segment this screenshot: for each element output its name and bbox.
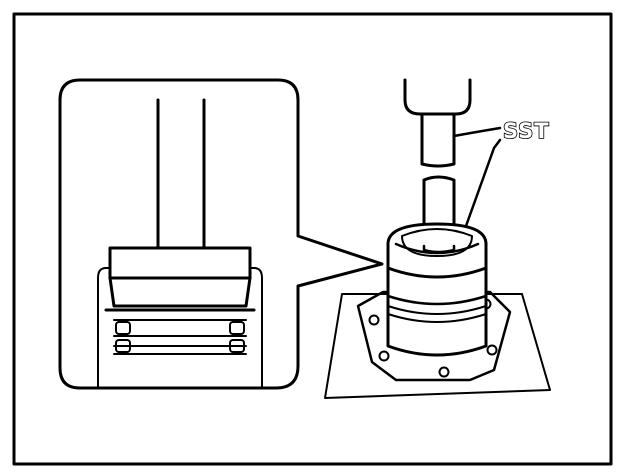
sst-leader-lower [464, 138, 502, 228]
hub-body-groove-2 [387, 305, 487, 315]
inset-seal-lip-right-lower [229, 339, 245, 353]
inset-border [58, 78, 384, 390]
hub-body-groove-3 [387, 313, 487, 323]
driver-collar-top [386, 222, 488, 246]
inset-seal-lip-left-upper [115, 321, 131, 335]
flange-bolt-hole-4 [486, 344, 498, 356]
flange-bolt-hole-5 [438, 366, 450, 378]
press-ram [403, 78, 472, 116]
driver-collar-inner [401, 228, 473, 257]
sst-label: SST [502, 118, 550, 144]
flange-bolt-hole-2 [378, 350, 390, 362]
inset-housing-left [97, 267, 111, 389]
sst-leader-upper [452, 126, 502, 138]
upper-shaft [420, 112, 456, 168]
hub-body-groove [386, 294, 488, 306]
driver-collar-side [386, 242, 488, 279]
hub-body [386, 266, 488, 357]
inset-seal-lip-left-lower [115, 339, 131, 353]
main-assembly [324, 78, 551, 399]
flange-bolt-hole-1 [368, 314, 380, 326]
inset-seal-lip-right-upper [229, 321, 245, 335]
outer-frame [12, 12, 613, 466]
inset-housing-right [249, 267, 263, 389]
inset-driver-taper [108, 276, 252, 308]
detail-inset [58, 78, 384, 390]
shaft-into-collar [422, 244, 456, 254]
inset-driver-head [108, 246, 252, 280]
